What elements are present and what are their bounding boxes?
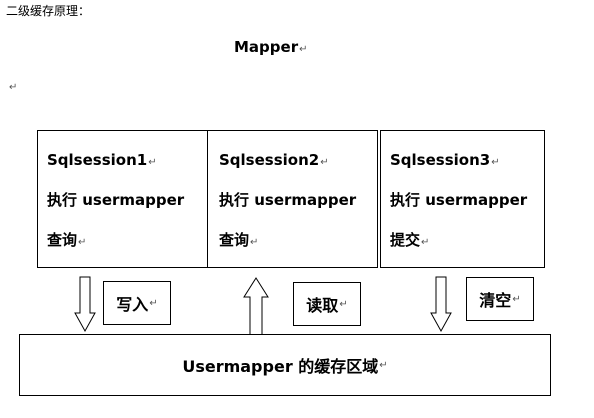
session3-name: Sqlsession3 [390, 151, 491, 169]
session-divider [207, 130, 208, 268]
session3-operation: 提交 [390, 231, 421, 249]
paragraph-mark: ↵ [78, 237, 87, 248]
session2-operation: 查询 [219, 231, 250, 249]
diagram-heading: 二级缓存原理： [6, 4, 91, 18]
paragraph-mark: ↵ [320, 157, 329, 168]
session3-box [380, 130, 545, 268]
mapper-title-text: Mapper [234, 38, 299, 56]
session3-action: 执行 usermapper [390, 191, 528, 209]
clear-label-box: 清空↵ [466, 277, 534, 321]
down-arrow-icon [430, 276, 452, 333]
session1-name: Sqlsession1 [47, 151, 148, 169]
paragraph-mark: ↵ [512, 293, 521, 305]
session1-operation: 查询 [47, 231, 78, 249]
paragraph-mark: ↵ [250, 237, 259, 248]
paragraph-mark: ↵ [379, 359, 388, 371]
session1-action: 执行 usermapper [47, 191, 185, 209]
paragraph-mark: ↵ [149, 297, 158, 309]
cache-area-box: Usermapper 的缓存区域↵ [19, 334, 551, 396]
cache-area-label: Usermapper 的缓存区域 [182, 357, 379, 376]
session2-name: Sqlsession2 [219, 151, 320, 169]
paragraph-mark: ↵ [299, 44, 308, 55]
write-label: 写入 [116, 295, 149, 314]
mapper-title: Mapper↵ [234, 38, 308, 56]
up-arrow-icon [243, 277, 269, 337]
down-arrow-icon [74, 276, 96, 333]
paragraph-mark: ↵ [148, 157, 157, 168]
paragraph-mark: ↵ [491, 157, 500, 168]
session2-action: 执行 usermapper [219, 191, 357, 209]
paragraph-mark: ↵ [9, 82, 18, 93]
clear-label: 清空 [479, 291, 512, 310]
paragraph-mark: ↵ [339, 298, 348, 310]
paragraph-mark: ↵ [421, 237, 430, 248]
read-label-box: 读取↵ [293, 282, 361, 326]
read-label: 读取 [306, 296, 339, 315]
write-label-box: 写入↵ [103, 281, 171, 325]
